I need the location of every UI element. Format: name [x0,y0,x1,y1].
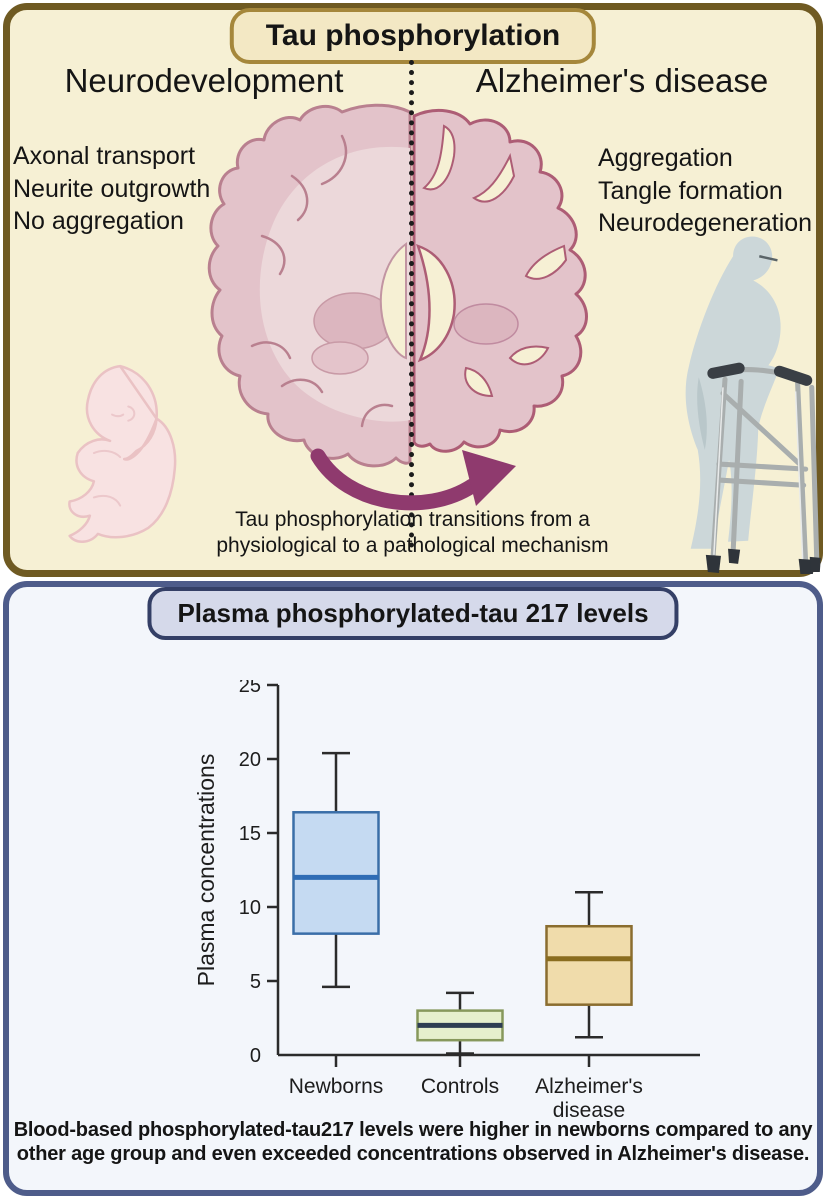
svg-text:10: 10 [239,897,261,919]
transition-caption-line1: Tau phosphorylation transitions from a [235,508,590,531]
fetus-details [92,405,136,507]
coronal-brain-section-illustration [207,103,588,468]
transition-arrow-icon [310,448,516,511]
chart-caption: Blood-based phosphorylated-tau217 levels… [13,1119,813,1165]
fetus-illustration [68,364,177,543]
list-item: Aggregation [598,144,733,172]
svg-text:15: 15 [239,823,261,845]
bottom-panel-title: Plasma phosphorylated-tau 217 levels [147,587,679,640]
top-panel-title: Tau phosphorylation [229,8,597,64]
elderly-person-with-walker-illustration [685,236,821,574]
alzheimers-disease-heading: Alzheimer's disease [475,62,769,99]
brain-left-ventricle [379,242,407,360]
walker-feet [705,548,821,574]
elderly-silhouette [685,236,781,549]
brain-right-basal-ganglia [453,303,519,345]
walker-highlights [713,387,804,559]
alzheimers-feature-list: Aggregation Tangle formation Neurodegene… [598,142,812,240]
list-item: No aggregation [13,207,184,235]
svg-text:Alzheimer's: Alzheimer's [535,1075,643,1098]
dotted-midline-divider [409,60,414,548]
list-item: Tangle formation [598,176,783,205]
neurodevelopment-feature-list: Axonal transport Neurite outgrowth No ag… [13,140,210,238]
list-item: Neurite outgrowth [13,174,211,203]
walker-handles [707,362,813,386]
brain-right-enlarged-ventricle [415,244,456,363]
brain-left-white-matter [259,146,410,422]
list-item: Neurodegeneration [598,209,813,237]
svg-text:disease: disease [553,1099,625,1122]
brain-right-hemisphere [412,109,588,453]
list-item: Axonal transport [13,142,196,170]
svg-text:25: 25 [239,680,261,697]
plasma-ptau217-panel [3,581,823,1196]
transition-caption: Tau phosphorylation transitions from a p… [140,507,685,560]
brain-left-sulci [250,134,394,428]
glasses-icon [759,255,778,262]
svg-text:Plasma concentrations: Plasma concentrations [193,754,219,987]
brain-right-deep-sulci [422,124,568,398]
svg-text:5: 5 [250,971,261,993]
coat-fold-shading [697,377,707,450]
neurodevelopment-heading: Neurodevelopment [64,62,344,99]
svg-text:Controls: Controls [421,1075,499,1098]
brain-left-nucleus [311,341,369,375]
svg-text:0: 0 [250,1045,261,1067]
svg-text:Newborns: Newborns [289,1075,384,1098]
transition-caption-line2: physiological to a pathological mechanis… [216,534,609,558]
svg-text:20: 20 [239,749,261,771]
